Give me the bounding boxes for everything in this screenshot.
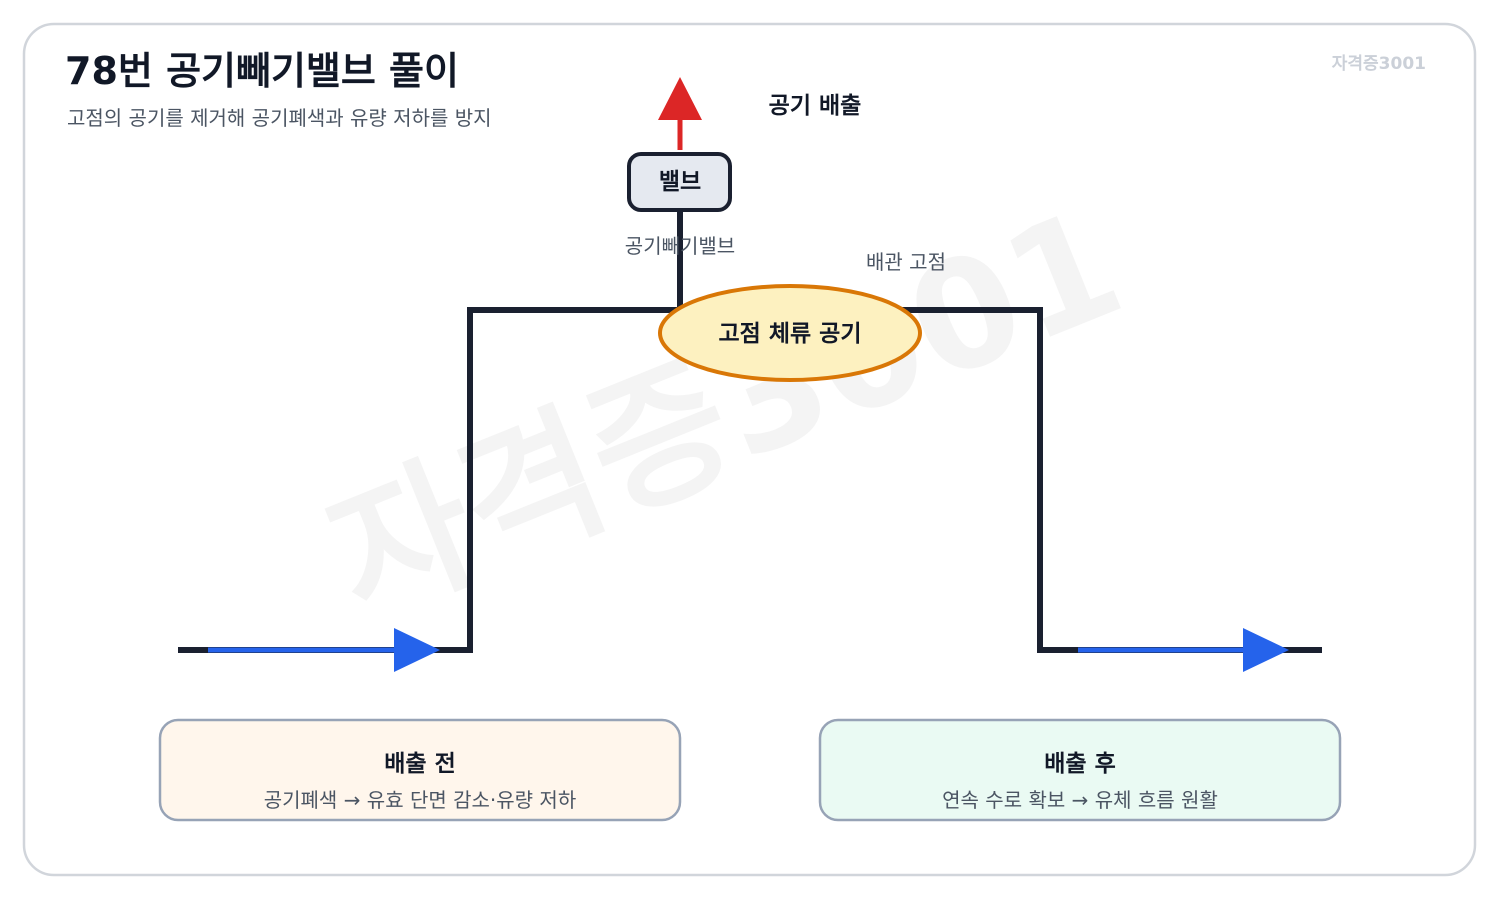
exhaust-arrow-head xyxy=(658,77,702,120)
before-card-title: 배출 전 xyxy=(384,751,456,777)
trapped-air-bubble xyxy=(658,284,922,382)
after-card: 배출 후 연속 수로 확보 → 유체 흐름 원활 xyxy=(818,718,1342,822)
inflow-arrow-right-icon xyxy=(208,628,440,672)
page-subtitle: 고점의 공기를 제거해 공기폐색과 유량 저하를 방지 xyxy=(67,106,492,130)
after-card-box xyxy=(818,718,1342,822)
outflow-arrow-head xyxy=(1243,628,1289,672)
exhaust-arrow-up-icon xyxy=(658,77,702,150)
air-exhaust-label: 공기 배출 xyxy=(769,93,862,119)
page-title: 78번 공기빼기밸브 풀이 xyxy=(65,49,459,93)
before-card-desc: 공기폐색 → 유효 단면 감소·유량 저하 xyxy=(264,788,577,812)
valve-box-label: 밸브 xyxy=(659,169,701,195)
trapped-air-label: 고점 체류 공기 xyxy=(719,321,862,347)
valve-name-label: 공기빼기밸브 xyxy=(625,234,735,258)
outer-frame xyxy=(22,22,1477,877)
after-card-desc: 연속 수로 확보 → 유체 흐름 원활 xyxy=(942,788,1218,812)
outflow-arrow-right-icon xyxy=(1078,628,1289,672)
pipe-high-point-label: 배관 고점 xyxy=(866,250,946,274)
before-card-box xyxy=(158,718,682,822)
after-card-title: 배출 후 xyxy=(1044,751,1116,777)
before-card: 배출 전 공기폐색 → 유효 단면 감소·유량 저하 xyxy=(158,718,682,822)
inflow-arrow-head xyxy=(394,628,440,672)
brand-mark: 자격증3001 xyxy=(1332,54,1426,74)
